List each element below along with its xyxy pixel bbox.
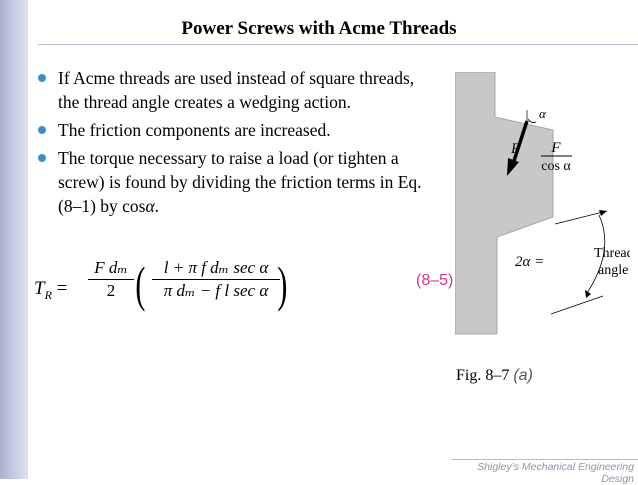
footer-source: Shigley’s Mechanical Engineering Design xyxy=(477,461,634,485)
force-fraction-numerator: F xyxy=(550,140,561,156)
thread-profile xyxy=(454,71,554,335)
bullet-list: If Acme threads are used instead of squa… xyxy=(36,66,436,222)
equation-fraction-1: F dₘ 2 xyxy=(88,258,134,301)
force-label: F xyxy=(510,141,521,157)
bullet-alpha-symbol: α xyxy=(145,196,155,216)
thread-figure: α F F cos α 2α = Thread angle xyxy=(454,71,634,338)
bullet-text: The friction components are increased. xyxy=(58,120,331,140)
bullet-dot-icon xyxy=(38,74,46,82)
force-fraction-denominator: cos α xyxy=(541,159,571,174)
slide-title: Power Screws with Acme Threads xyxy=(181,18,457,39)
bullet-dot-icon xyxy=(38,126,46,134)
two-alpha-label: 2α = xyxy=(515,254,544,270)
bullet-text: The torque necessary to raise a load (or… xyxy=(58,148,422,216)
equation-number: (8–5) xyxy=(416,272,454,289)
angle-label: angle xyxy=(598,263,628,278)
angle-dim-line-upper xyxy=(554,210,608,225)
thread-label: Thread xyxy=(594,246,630,261)
left-decor-bar xyxy=(0,0,28,479)
equation-left-paren: ( xyxy=(135,256,146,312)
bullet-text: If Acme threads are used instead of squa… xyxy=(58,68,415,112)
bullet-item: The torque necessary to raise a load (or… xyxy=(36,146,436,218)
angle-arrow-lower-icon xyxy=(585,290,591,298)
angle-dim-line-lower xyxy=(550,295,604,315)
figure-caption-subpart: (a) xyxy=(513,367,533,384)
angle-dim-arc xyxy=(586,214,606,294)
equation-fraction-2: l + π f dₘ sec α π dₘ − f l sec α xyxy=(152,258,280,301)
bullet-item: If Acme threads are used instead of squa… xyxy=(36,66,436,114)
alpha-angle-arc-icon xyxy=(527,118,537,123)
angle-arrow-upper-icon xyxy=(599,210,607,216)
title-divider xyxy=(38,44,638,45)
force-arrowhead-icon xyxy=(507,158,519,176)
bullet-text-end: . xyxy=(154,196,160,216)
footer-divider xyxy=(452,459,638,460)
force-arrow-line xyxy=(510,120,529,168)
alpha-label: α xyxy=(539,106,547,121)
equation-right-paren: ) xyxy=(277,256,288,312)
bullet-dot-icon xyxy=(38,154,46,162)
thread-diagram: α F F cos α 2α = Thread angle xyxy=(454,71,634,335)
figure-caption: Fig. 8–7 (a) xyxy=(456,367,533,385)
bullet-item: The friction components are increased. xyxy=(36,118,436,142)
figure-caption-text: Fig. 8–7 xyxy=(456,367,510,384)
equation-lhs: TR = xyxy=(34,278,68,302)
